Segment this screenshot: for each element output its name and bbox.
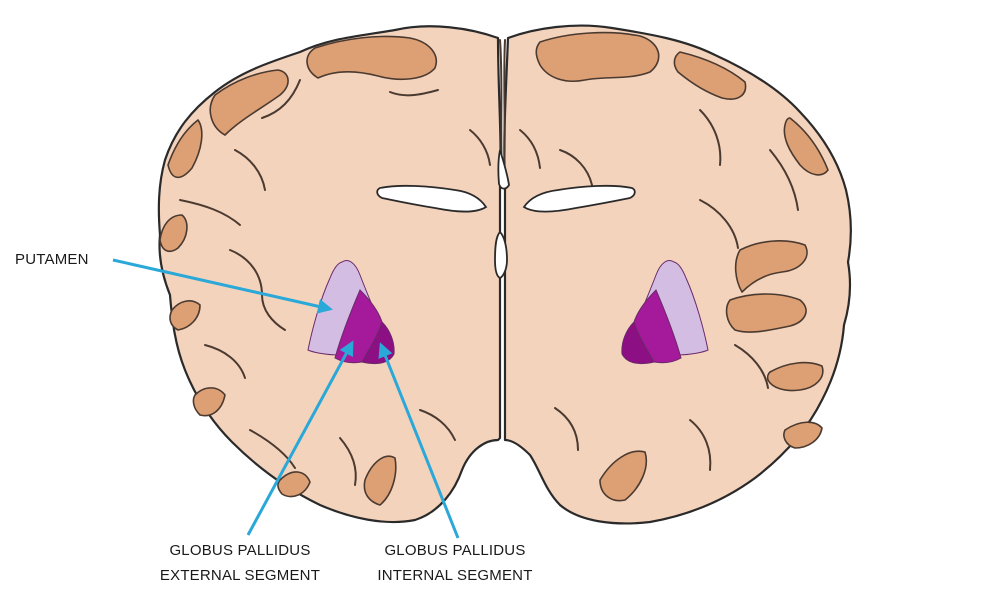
gpe-label: GLOBUS PALLIDUS EXTERNAL SEGMENT [140, 538, 340, 588]
gpi-arrow [378, 342, 460, 539]
gpi-label-line2: INTERNAL SEGMENT [377, 567, 533, 584]
gpi-label: GLOBUS PALLIDUS INTERNAL SEGMENT [355, 538, 555, 588]
third-ventricle [494, 230, 508, 280]
putamen-arrow [112, 258, 333, 314]
septum-gap [497, 149, 510, 190]
left-lateral-ventricle [376, 184, 488, 213]
right-globus-pallidus-internal [621, 321, 655, 365]
left-cortex-patches [159, 35, 437, 506]
putamen-label: PUTAMEN [15, 251, 89, 268]
left-putamen [307, 260, 373, 356]
gpe-label-line1: GLOBUS PALLIDUS [169, 542, 311, 559]
right-basal-ganglia [621, 260, 709, 365]
gpe-arrow [246, 340, 354, 536]
gpi-label-line1: GLOBUS PALLIDUS [384, 542, 526, 559]
right-cortex-patches [535, 31, 829, 502]
right-sulci [519, 109, 799, 471]
pointer-arrows [112, 258, 460, 539]
left-hemisphere [157, 25, 502, 524]
right-putamen [643, 260, 709, 356]
gpe-label-line2: EXTERNAL SEGMENT [159, 567, 321, 584]
ventricles [376, 149, 636, 280]
right-lateral-ventricle [522, 184, 636, 213]
